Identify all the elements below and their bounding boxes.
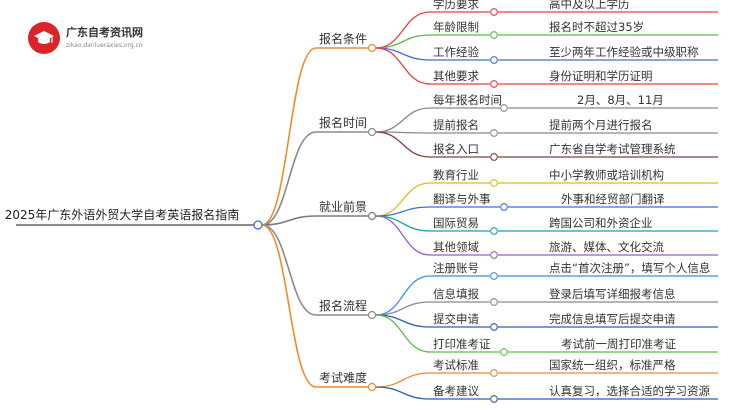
leaf-value: 认真复习，选择合适的学习资源: [549, 384, 710, 398]
leaf-value: 提前两个月进行报名: [549, 118, 653, 132]
leaf-node: [490, 153, 498, 161]
branch-label-5[interactable]: 考试难度: [319, 370, 367, 385]
leaf-node: [500, 104, 508, 112]
leaf-node: [490, 179, 498, 187]
leaf-node: [490, 31, 498, 39]
leaf-key[interactable]: 报名入口: [433, 142, 479, 156]
leaf-key[interactable]: 提交申请: [433, 312, 479, 326]
leaf-node: [490, 323, 498, 331]
graduation-cap-icon: [28, 22, 60, 54]
leaf-value: 广东省自学考试管理系统: [549, 142, 676, 156]
leaf-value: 登录后填写详细报考信息: [549, 287, 676, 301]
branch-label-2[interactable]: 报名时间: [319, 115, 367, 130]
leaf-value: 中小学教师或培训机构: [549, 168, 664, 182]
leaf-connector: [375, 131, 431, 158]
branch-label-4[interactable]: 报名流程: [319, 298, 367, 313]
leaf-key[interactable]: 学历要求: [433, 0, 479, 11]
leaf-key[interactable]: 打印准考证: [433, 337, 491, 351]
leaf-value: 旅游、媒体、文化交流: [549, 240, 664, 254]
leaf-value: 考试前一周打印准考证: [561, 337, 676, 351]
leaf-node: [490, 369, 498, 377]
logo-subtitle: zikao.danlueraxies.org.cn: [66, 42, 143, 49]
leaf-key[interactable]: 其他要求: [433, 69, 479, 83]
leaf-key[interactable]: 其他领域: [433, 240, 479, 254]
leaf-connector: [375, 215, 431, 256]
leaf-key[interactable]: 国际贸易: [433, 216, 479, 230]
leaf-connector: [375, 47, 431, 85]
leaf-connector: [375, 34, 431, 49]
leaf-connector: [375, 275, 431, 316]
leaf-key[interactable]: 提前报名: [433, 118, 479, 132]
leaf-value: 国家统一组织，标准严格: [549, 358, 676, 372]
leaf-node: [500, 348, 508, 356]
root-topic: 2025年广东外语外贸大学自考英语报名指南: [5, 207, 240, 222]
leaf-node: [490, 80, 498, 88]
leaf-value: 身份证明和学历证明: [549, 69, 653, 83]
branch-node: [367, 382, 377, 392]
leaf-connector: [375, 372, 431, 388]
logo-title: 广东自考资讯网: [66, 26, 143, 39]
leaf-value: 跨国公司和外资企业: [549, 216, 653, 230]
leaf-node: [490, 395, 498, 403]
leaf-key[interactable]: 考试标准: [433, 358, 479, 372]
leaf-value: 点击“首次注册”，填写个人信息: [549, 261, 710, 275]
leaf-node: [490, 8, 498, 16]
branch-node: [367, 127, 377, 137]
leaf-key[interactable]: 注册账号: [433, 261, 479, 275]
branch-connector: [261, 224, 317, 388]
leaf-connector: [375, 107, 431, 133]
branch-connector: [261, 215, 317, 226]
site-logo[interactable]: 广东自考资讯网 zikao.danlueraxies.org.cn: [28, 22, 188, 56]
leaf-value: 报名时不超过35岁: [549, 20, 644, 34]
branch-connector: [261, 131, 317, 226]
leaf-node: [490, 251, 498, 259]
branch-node: [367, 310, 377, 320]
branch-connector: [261, 224, 317, 316]
branch-connector: [261, 47, 317, 226]
branch-node: [367, 211, 377, 221]
leaf-key[interactable]: 信息填报: [433, 287, 479, 301]
leaf-value: 高中及以上学历: [549, 0, 630, 11]
leaf-connector: [375, 314, 431, 353]
leaf-node: [490, 56, 498, 64]
leaf-key[interactable]: 年龄限制: [433, 20, 479, 34]
leaf-connector: [375, 301, 431, 316]
leaf-key[interactable]: 教育行业: [433, 168, 479, 182]
leaf-value: 2月、8月、11月: [577, 93, 664, 107]
leaf-node: [490, 227, 498, 235]
leaf-node: [490, 129, 498, 137]
leaf-key[interactable]: 翻译与外事: [433, 192, 491, 206]
branch-node: [367, 43, 377, 53]
branch-label-3[interactable]: 就业前景: [319, 199, 367, 214]
leaf-key[interactable]: 每年报名时间: [433, 93, 502, 107]
leaf-key[interactable]: 工作经验: [433, 45, 479, 59]
leaf-key[interactable]: 备考建议: [433, 384, 479, 398]
leaf-connector: [375, 386, 431, 400]
leaf-node: [490, 272, 498, 280]
leaf-node: [490, 298, 498, 306]
leaf-value: 至少两年工作经验或中级职称: [549, 45, 699, 59]
leaf-value: 完成信息填写后提交申请: [549, 312, 676, 326]
leaf-value: 外事和经贸部门翻译: [561, 192, 665, 206]
leaf-connector: [375, 215, 431, 232]
leaf-node: [500, 203, 508, 211]
branch-label-1[interactable]: 报名条件: [319, 31, 367, 46]
root-node: [253, 220, 263, 230]
leaf-connector: [375, 11, 431, 49]
